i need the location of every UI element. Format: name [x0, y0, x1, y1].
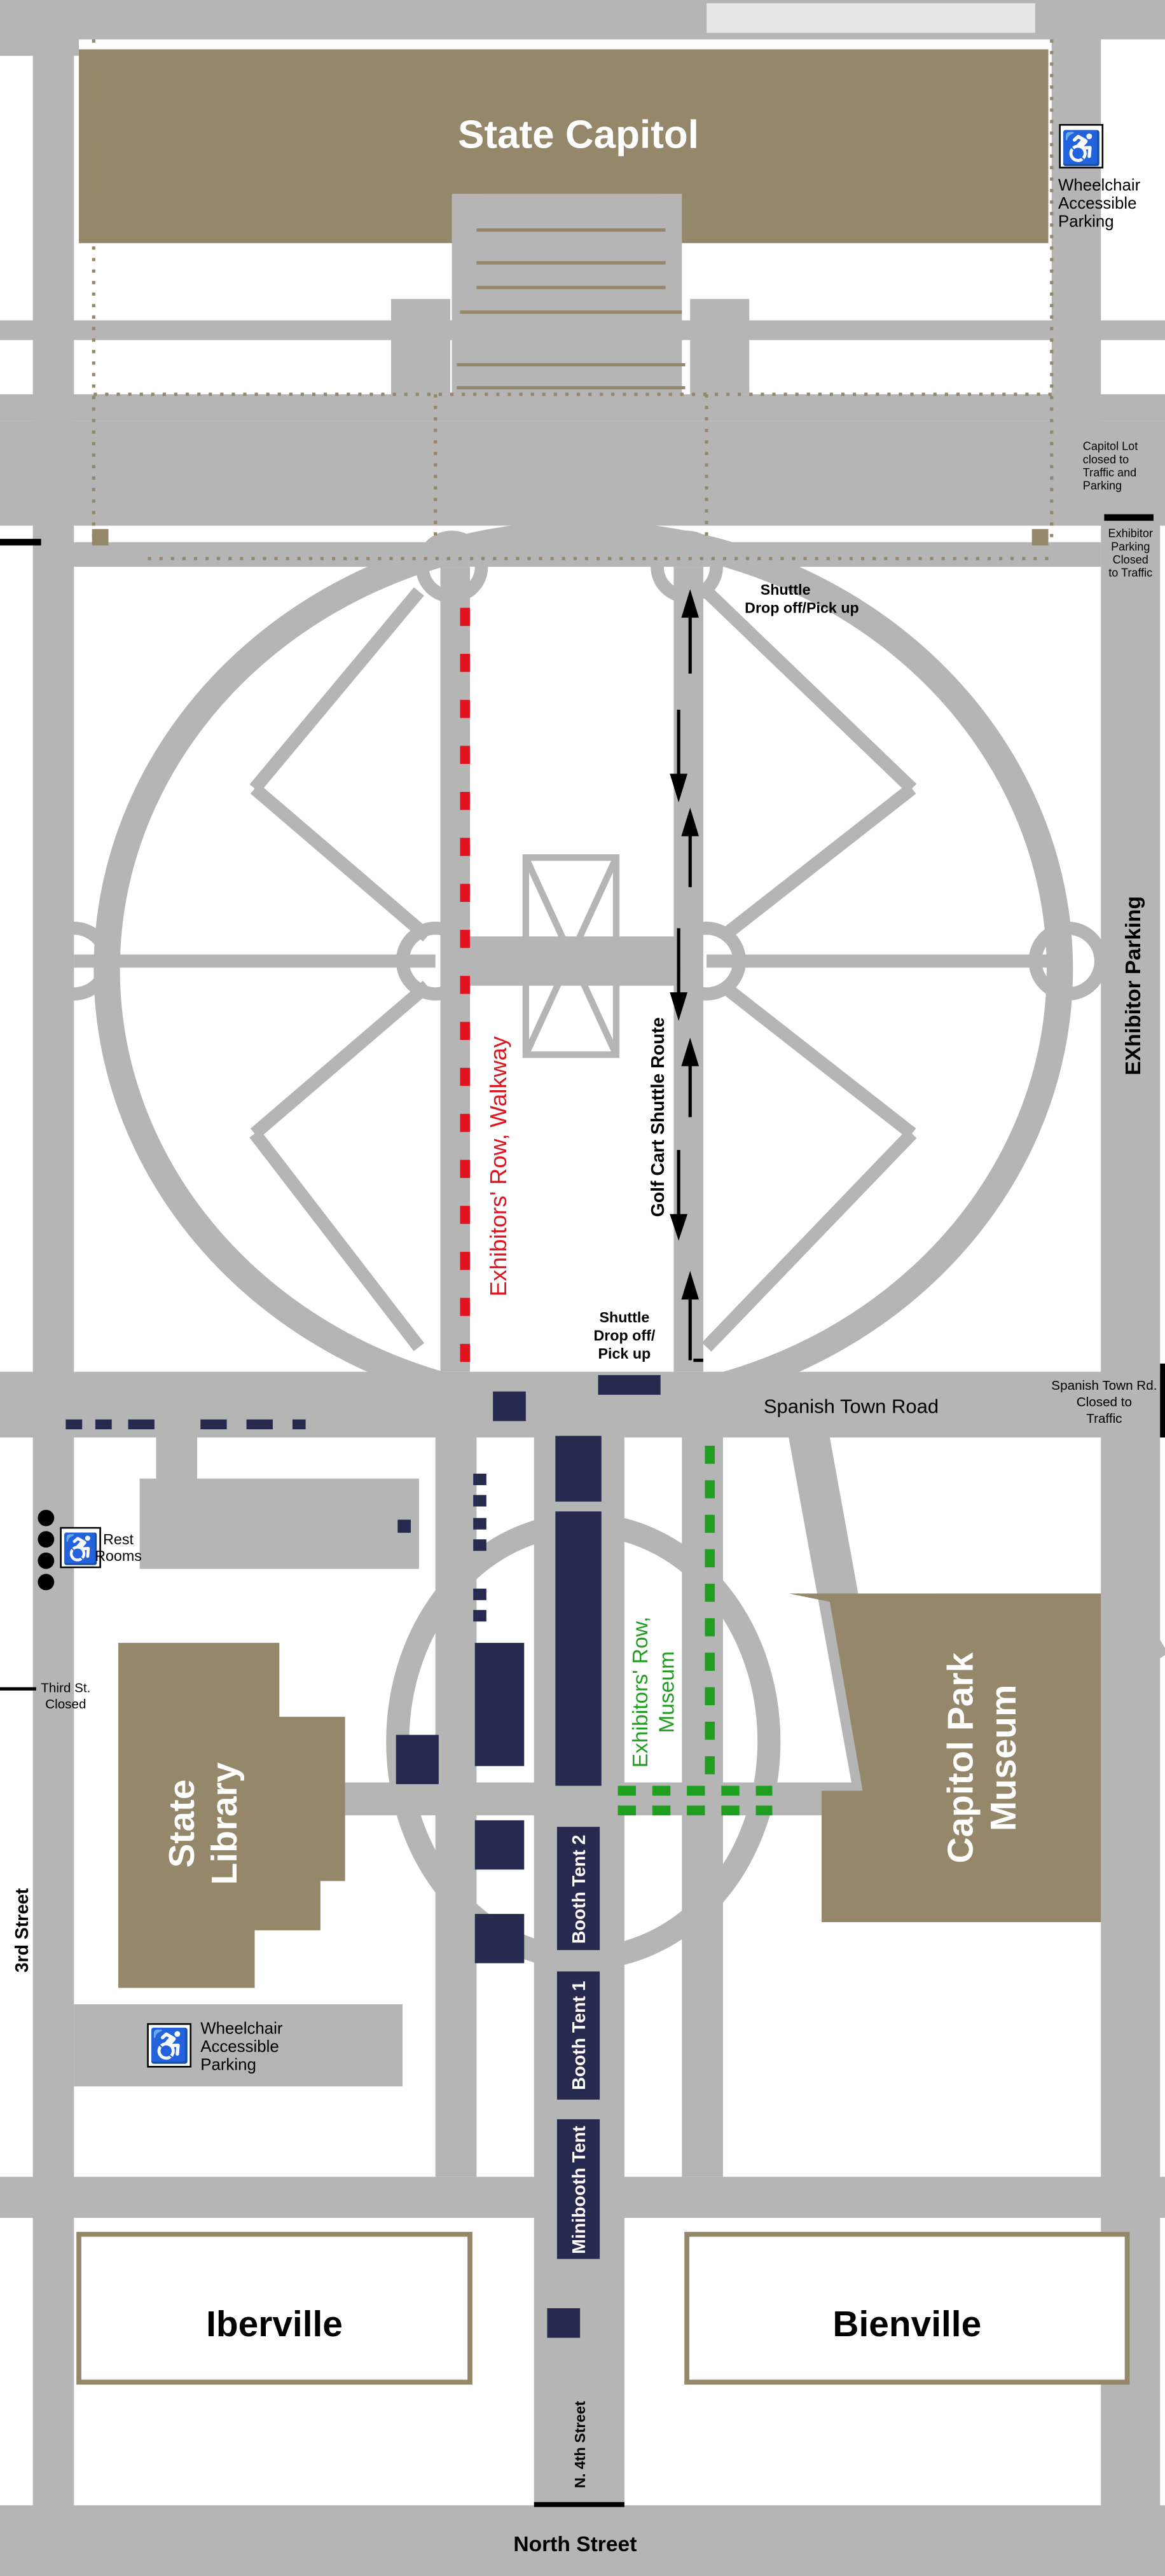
svg-text:♿: ♿	[1061, 130, 1101, 167]
museum-dashes	[617, 1445, 773, 1816]
booth-tent-1-label: Booth Tent 1	[569, 1981, 589, 2090]
state-capitol: State Capitol	[79, 49, 1049, 408]
iberville-label: Iberville	[206, 2304, 343, 2344]
bienville-label: Bienville	[832, 2304, 981, 2344]
wheelchair-icon: ♿	[1059, 124, 1104, 169]
booths[interactable]: Booth Tent 2 Booth Tent 1 Minibooth Tent	[65, 1375, 661, 2338]
museum-route-label: Exhibitors' Row,Museum	[629, 1617, 679, 1768]
iberville-building: Iberville	[76, 2231, 472, 2385]
restroom-markers	[38, 1509, 55, 1591]
capitol-lot-barrier	[92, 39, 1054, 560]
capitol-label: State Capitol	[458, 113, 699, 156]
exhibitor-parking-label: EXhibitor Parking	[1122, 896, 1145, 1076]
shuttle-route-label: Golf Cart Shuttle Route	[648, 1017, 668, 1217]
monument	[522, 854, 620, 1058]
wheelchair-icon: ♿	[147, 2023, 192, 2068]
spanish-town-road-label: Spanish Town Road	[764, 1395, 939, 1417]
third-st-closed-note: Third St.Closed	[41, 1680, 90, 1712]
third-street-label: 3rd Street	[12, 1888, 32, 1972]
shuttle-arrows	[670, 589, 700, 1361]
booth-tent-1	[556, 1971, 600, 2100]
closure-bars	[0, 514, 1165, 2507]
top-parking-area	[0, 0, 1165, 39]
minibooth-tent	[556, 2119, 600, 2259]
north-street-label: North Street	[513, 2533, 637, 2556]
minibooth-tent-label: Minibooth Tent	[569, 2126, 589, 2254]
booth-tent-2	[556, 1827, 600, 1950]
bienville-building: Bienville	[684, 2231, 1130, 2385]
wheelchair-icon: ♿	[60, 1527, 101, 1568]
svg-text:♿: ♿	[149, 2027, 190, 2065]
walkway-label: Exhibitors' Row, Walkway	[485, 1036, 511, 1296]
booth-tent-2-label: Booth Tent 2	[569, 1835, 589, 1944]
svg-text:♿: ♿	[62, 1532, 99, 1566]
fourth-street-label: N. 4th Street	[572, 2401, 588, 2488]
